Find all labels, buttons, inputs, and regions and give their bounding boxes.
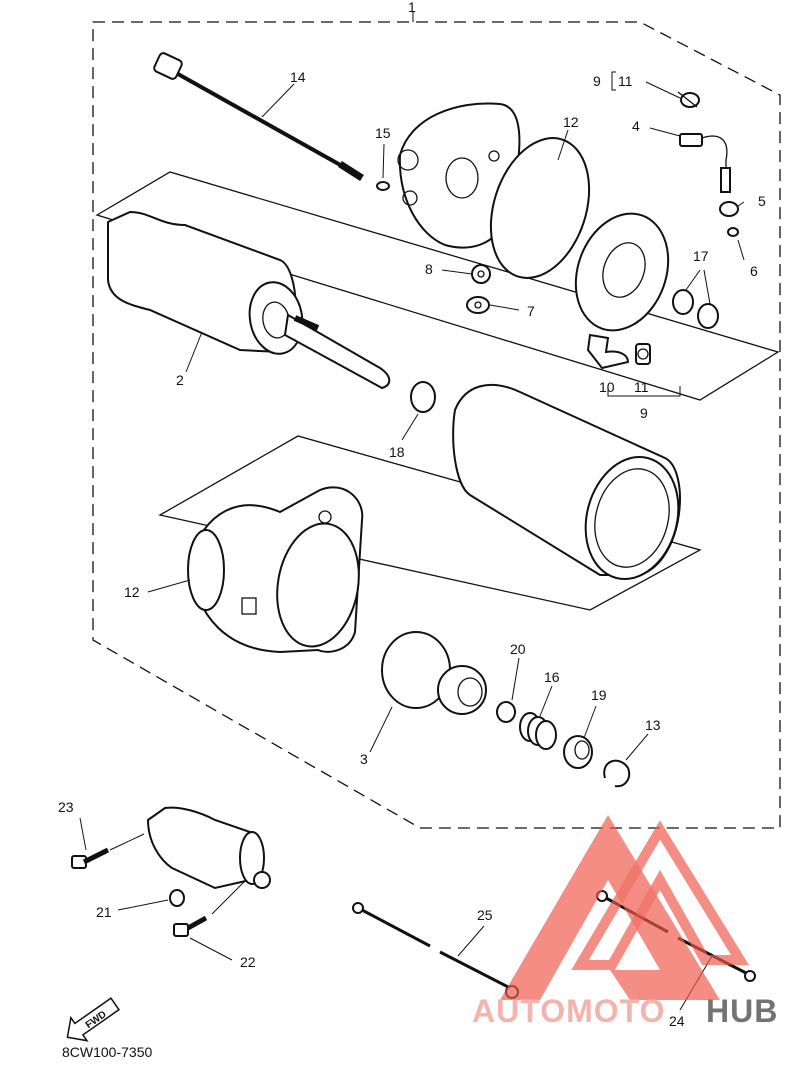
fwd-arrow: FWD — [66, 997, 120, 1042]
armature — [107, 210, 391, 390]
brush-screw — [677, 91, 700, 108]
callout-12-top: 12 — [563, 114, 579, 130]
callout-24: 24 — [669, 1013, 685, 1029]
callout-5: 5 — [758, 193, 766, 209]
callout-21: 21 — [96, 904, 112, 920]
callout-4: 4 — [632, 118, 640, 134]
callout-15: 15 — [375, 125, 391, 141]
callout-9-bottom: 9 — [640, 405, 648, 421]
nut — [719, 201, 739, 217]
bracket-9-top — [611, 71, 616, 91]
callout-18: 18 — [389, 444, 405, 460]
callout-8: 8 — [425, 261, 433, 277]
gasket-ring-top — [489, 137, 591, 279]
brush-lead — [679, 133, 731, 193]
nut-7 — [466, 296, 490, 314]
watermark-brand-part1: AUTOMOTO — [472, 993, 665, 1029]
yoke — [452, 383, 681, 581]
gasket-ring-left — [187, 529, 225, 611]
brush-plate — [574, 212, 670, 332]
callout-12-left: 12 — [124, 584, 140, 600]
callout-13: 13 — [645, 717, 661, 733]
callout-23: 23 — [58, 799, 74, 815]
circlip — [603, 759, 631, 788]
collar — [563, 735, 593, 769]
nut-8 — [471, 264, 491, 284]
front-cover — [188, 486, 364, 654]
callout-19: 19 — [591, 687, 607, 703]
washer-18 — [410, 381, 436, 413]
callout-25: 25 — [477, 907, 493, 923]
washer-17a — [672, 289, 694, 315]
callout-22: 22 — [240, 954, 256, 970]
callout-6: 6 — [750, 263, 758, 279]
spring — [519, 712, 557, 750]
callout-20: 20 — [510, 641, 526, 657]
callout-10: 10 — [599, 379, 615, 395]
callout-9-top: 9 — [593, 73, 601, 89]
nut-21 — [169, 889, 185, 907]
bracket-9-bottom — [607, 386, 681, 397]
callout-1: 1 — [408, 0, 416, 15]
assembly-boundary — [92, 21, 781, 829]
pinion-clutch — [381, 631, 487, 715]
callout-11-top: 11 — [618, 73, 633, 89]
leader-lines — [79, 81, 745, 1011]
drawing-code: 8CW100-7350 — [62, 1044, 152, 1060]
washer-17b — [697, 303, 719, 329]
brush-holder — [586, 333, 630, 370]
callout-11-bottom: 11 — [634, 379, 649, 395]
bolt-22 — [173, 915, 208, 937]
callout-2: 2 — [176, 372, 184, 388]
ring-20 — [496, 701, 516, 723]
watermark-logo: AUTOMOTO HUB — [472, 815, 778, 1029]
starter-motor-assembly — [146, 806, 271, 890]
brush-spring — [635, 343, 651, 365]
callout-17: 17 — [693, 248, 709, 264]
callout-16: 16 — [544, 669, 560, 685]
lower-plate — [158, 435, 702, 611]
upper-plate — [95, 171, 780, 401]
starter-cable-25 — [352, 902, 519, 999]
bolt-23 — [71, 847, 110, 869]
o-ring — [376, 181, 390, 191]
o-ring-small — [727, 227, 739, 237]
watermark-brand-part2: HUB — [706, 993, 778, 1029]
through-bolt — [153, 52, 364, 181]
callout-14: 14 — [290, 69, 306, 85]
callout-7: 7 — [527, 303, 535, 319]
callout-3: 3 — [360, 751, 368, 767]
